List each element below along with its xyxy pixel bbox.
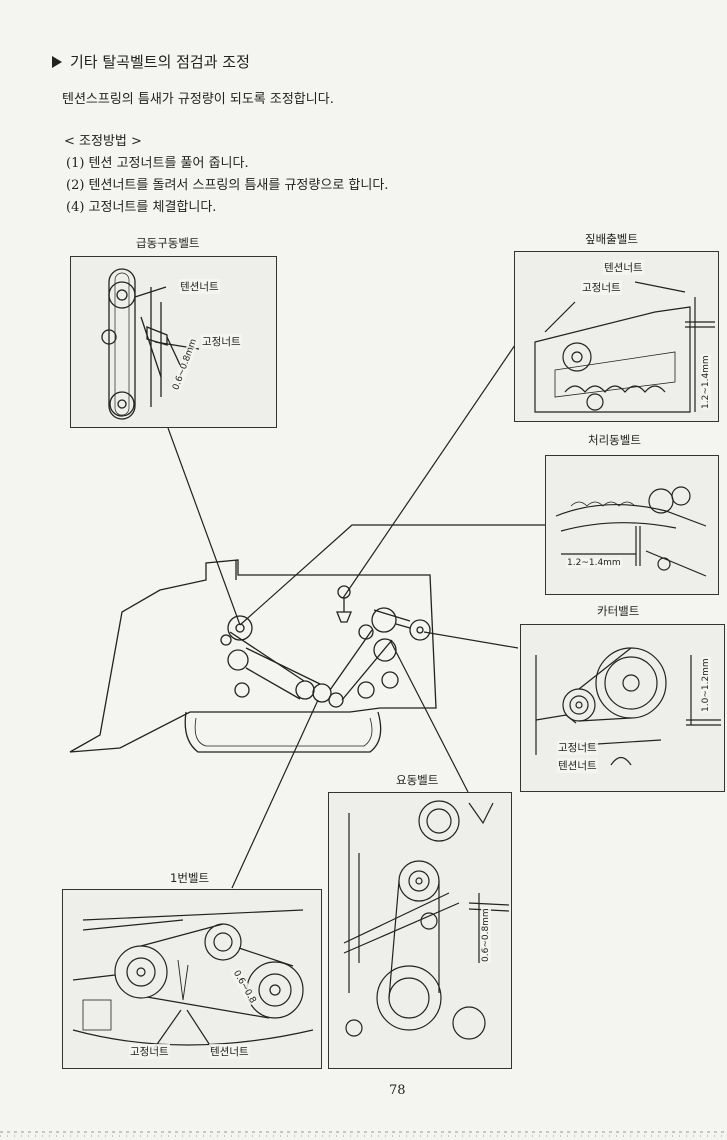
panel-cheoridong-belt: 1.2~1.4mm xyxy=(545,455,719,595)
panel-jipbaechul-belt: 텐션너트 고정너트 1.2~1.4mm xyxy=(514,251,719,422)
combine-body xyxy=(69,559,437,753)
caption-1st-belt: 1번벨트 xyxy=(170,871,210,885)
leader-line-cutter xyxy=(423,631,519,649)
triangle-bullet-icon xyxy=(52,56,62,68)
method-step-1: (1) 텐션 고정너트를 풀어 줍니다. xyxy=(66,156,249,171)
yodong-belt-drawing xyxy=(343,800,510,1040)
cheoridong-belt-drawing xyxy=(555,486,707,577)
caption-jipbaechul-belt: 짚배출벨트 xyxy=(585,232,638,246)
caption-gongdong-belt: 급동구동벨트 xyxy=(136,236,200,250)
label-gap-jipbaechul: 1.2~1.4mm xyxy=(701,354,711,410)
method-heading: < 조정방법 > xyxy=(64,134,142,149)
panel-cutter-belt: 고정너트 텐션너트 1.0~1.2mm xyxy=(520,624,725,792)
method-step-4: (4) 고정너트를 체결합니다. xyxy=(66,200,217,215)
intro-text: 텐션스프링의 틈새가 규정량이 되도록 조정합니다. xyxy=(62,92,334,107)
leader-line-cheoridong xyxy=(239,524,545,626)
panel-1st-belt: 고정너트 텐션너트 0.6~0.8 xyxy=(62,889,322,1069)
caption-cutter-belt: 카터밸트 xyxy=(597,604,640,618)
panel-yodong-belt: 0.6~0.8mm xyxy=(328,792,512,1069)
section-title-text: 기타 탈곡벨트의 점검과 조정 xyxy=(70,53,250,71)
cutter-belt-drawing xyxy=(535,647,721,766)
leader-line-gongdong xyxy=(167,427,241,626)
section-title: 기타 탈곡벨트의 점검과 조정 xyxy=(52,51,250,72)
1st-belt-drawing xyxy=(72,909,314,1051)
label-gap-cutter: 1.0~1.2mm xyxy=(701,657,711,713)
scan-edge-noise xyxy=(0,1131,727,1137)
caption-cheoridong-belt: 처리동벨트 xyxy=(588,433,641,447)
leader-line-jipbaechul xyxy=(342,344,516,599)
gongdong-belt-drawing xyxy=(101,268,200,420)
leader-line-yodong xyxy=(389,639,469,793)
label-gap-yodong: 0.6~0.8mm xyxy=(481,907,491,963)
label-lock-nut-gongdong: 고정너트 xyxy=(201,334,242,349)
label-lock-nut-cutter: 고정너트 xyxy=(557,740,598,755)
label-lock-nut-jipbaechul: 고정너트 xyxy=(581,280,622,295)
caption-yodong-belt: 요동벨트 xyxy=(396,773,439,787)
panel-gongdong-belt: 텐션너트 고정너트 0.6~0.8mm xyxy=(70,256,277,428)
label-tension-nut-gongdong: 텐션너트 xyxy=(179,279,220,294)
label-gap-cheoridong: 1.2~1.4mm xyxy=(566,558,622,568)
label-tension-nut-cutter: 텐션너트 xyxy=(557,758,598,773)
label-lock-nut-1st: 고정너트 xyxy=(129,1044,170,1059)
leader-line-ilbeon xyxy=(231,699,319,889)
jipbaechul-belt-drawing xyxy=(534,281,715,413)
label-tension-nut-1st: 텐션너트 xyxy=(209,1044,250,1059)
page-number: 78 xyxy=(389,1083,406,1098)
method-step-2: (2) 텐션너트를 돌려서 스프링의 틈새를 규정량으로 합니다. xyxy=(66,178,389,193)
label-tension-nut-jipbaechul: 텐션너트 xyxy=(603,260,644,275)
